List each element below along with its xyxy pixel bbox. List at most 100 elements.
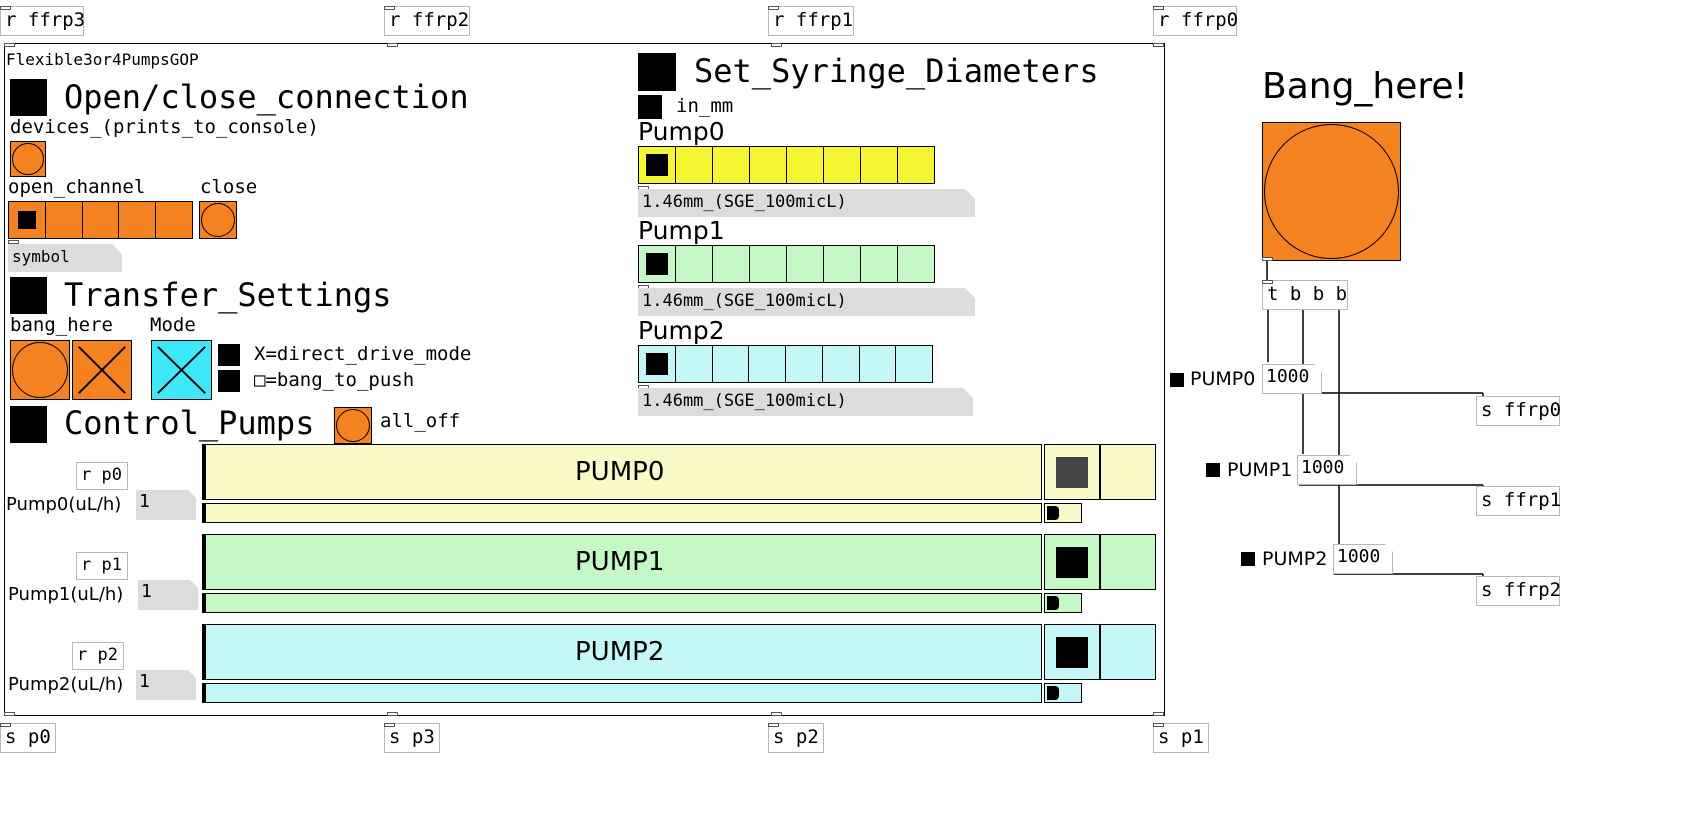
object-inlet	[0, 6, 11, 10]
section-marker	[10, 79, 47, 116]
pump1-rate-number[interactable]: 1	[138, 580, 198, 610]
mode-toggle[interactable]	[151, 340, 212, 400]
gop-inlet	[387, 43, 398, 47]
units-marker	[638, 95, 662, 119]
open-close-title: Open/close_connection	[64, 78, 469, 116]
pump1-toggle-box[interactable]	[1044, 534, 1100, 590]
send-ffrp2-object[interactable]: s ffrp2	[1476, 576, 1561, 606]
pump2-slider[interactable]: PUMP2	[202, 624, 1042, 680]
section-marker	[638, 53, 676, 91]
all-off-label: all_off	[380, 410, 461, 432]
pump2-right-label: PUMP2	[1262, 548, 1328, 570]
receive-p2-object[interactable]: r p2	[72, 642, 124, 670]
pump0-toggle-box[interactable]	[1044, 444, 1100, 500]
open-channel-radio[interactable]	[8, 201, 193, 239]
object-inlet	[1153, 6, 1164, 10]
object-inlet	[768, 723, 779, 727]
pump0-fine-knob-box[interactable]	[1044, 503, 1082, 523]
receive-ffrp3-object[interactable]: r ffrp3	[0, 6, 85, 36]
object-inlet	[1153, 723, 1164, 727]
pump2-rate-label: Pump2(uL/h)	[8, 674, 124, 695]
symbol-inlet	[8, 240, 19, 244]
mode-label: Mode	[150, 314, 196, 336]
pump2-slider-label: PUMP2	[575, 637, 665, 667]
control-pumps-title: Control_Pumps	[64, 404, 315, 442]
pump0-rate-number[interactable]: 1	[136, 490, 196, 520]
syringe-title: Set_Syringe_Diameters	[694, 52, 1099, 90]
pump0-side-box	[1100, 444, 1156, 500]
receive-ffrp2-object[interactable]: r ffrp2	[384, 6, 470, 36]
pump2-fine-knob-box[interactable]	[1044, 683, 1082, 703]
send-p0-object[interactable]: s p0	[0, 723, 56, 753]
syringe-pump0-radio[interactable]	[638, 146, 935, 184]
close-bang[interactable]	[199, 201, 237, 239]
syringe-pump2-value[interactable]: 1.46mm_(SGE_100micL)	[638, 388, 973, 416]
bang-outlet	[1262, 257, 1273, 261]
legend-marker	[218, 344, 240, 366]
syringe-pump0-label: Pump0	[638, 117, 725, 146]
pump2-right-number[interactable]: 1000	[1333, 544, 1393, 574]
pump0-marker	[1170, 373, 1184, 387]
receive-ffrp1-object[interactable]: r ffrp1	[768, 6, 854, 36]
symbol-box[interactable]: symbol	[8, 244, 122, 272]
transfer-title: Transfer_Settings	[64, 276, 392, 314]
open-channel-label: open_channel	[8, 176, 146, 198]
gop-outlet	[771, 712, 782, 716]
legend-bang-to-push: □=bang_to_push	[254, 369, 415, 391]
devices-bang[interactable]	[10, 141, 46, 177]
pump2-rate-number[interactable]: 1	[136, 670, 196, 700]
syringe-pump0-value[interactable]: 1.46mm_(SGE_100micL)	[638, 189, 975, 217]
pump2-marker	[1241, 552, 1255, 566]
send-ffrp1-object[interactable]: s ffrp1	[1476, 486, 1561, 516]
pump1-right-label: PUMP1	[1227, 459, 1293, 481]
syringe-pump2-radio[interactable]	[638, 345, 933, 383]
object-inlet	[0, 723, 11, 727]
gop-outlet	[387, 712, 398, 716]
send-ffrp0-object[interactable]: s ffrp0	[1476, 396, 1561, 426]
transfer-toggle[interactable]	[72, 340, 132, 400]
receive-p1-object[interactable]: r p1	[76, 552, 128, 580]
main-bang[interactable]	[1262, 122, 1401, 261]
pump1-fine-knob-box[interactable]	[1044, 593, 1082, 613]
syringe-pump1-value[interactable]: 1.46mm_(SGE_100micL)	[638, 288, 975, 316]
all-off-bang[interactable]	[334, 407, 372, 444]
syringe-pump1-radio[interactable]	[638, 245, 935, 283]
pump0-fine-slider[interactable]	[202, 503, 1042, 523]
gop-outlet	[4, 712, 15, 716]
object-inlet	[768, 6, 779, 10]
pump1-fine-slider[interactable]	[202, 593, 1042, 613]
pump1-right-number[interactable]: 1000	[1297, 455, 1357, 485]
object-inlet	[384, 6, 395, 10]
legend-direct-drive: X=direct_drive_mode	[254, 343, 472, 365]
pump1-rate-label: Pump1(uL/h)	[8, 584, 124, 605]
receive-p0-object[interactable]: r p0	[76, 462, 128, 490]
gop-name: Flexible3or4PumpsGOP	[6, 50, 199, 69]
pump0-right-number[interactable]: 1000	[1262, 364, 1322, 394]
pump2-fine-slider[interactable]	[202, 683, 1042, 703]
pump2-side-box	[1100, 624, 1156, 680]
pump0-slider-label: PUMP0	[575, 457, 665, 487]
send-p2-object[interactable]: s p2	[768, 723, 824, 753]
receive-ffrp0-object[interactable]: r ffrp0	[1153, 6, 1238, 36]
object-inlet	[384, 723, 395, 727]
gop-inlet	[1153, 43, 1164, 47]
trigger-object[interactable]: t b b b	[1262, 280, 1348, 310]
pump1-slider-label: PUMP1	[575, 547, 665, 577]
transfer-bang[interactable]	[10, 340, 70, 400]
pump1-marker	[1206, 463, 1220, 477]
syringe-pump1-label: Pump1	[638, 216, 725, 245]
pump1-slider[interactable]: PUMP1	[202, 534, 1042, 590]
gop-inlet	[771, 43, 782, 47]
pump0-slider[interactable]: PUMP0	[202, 444, 1042, 500]
pump2-toggle-box[interactable]	[1044, 624, 1100, 680]
units-label: in_mm	[676, 95, 734, 117]
send-p3-object[interactable]: s p3	[384, 723, 440, 753]
devices-label: devices_(prints_to_console)	[10, 116, 319, 138]
gop-outlet	[1153, 712, 1164, 716]
syringe-pump2-label: Pump2	[638, 316, 725, 345]
send-p1-object[interactable]: s p1	[1153, 723, 1209, 753]
bang-here-label: bang_here	[10, 314, 113, 336]
bang-here-title: Bang_here!	[1262, 66, 1468, 107]
gop-inlet	[4, 43, 15, 47]
